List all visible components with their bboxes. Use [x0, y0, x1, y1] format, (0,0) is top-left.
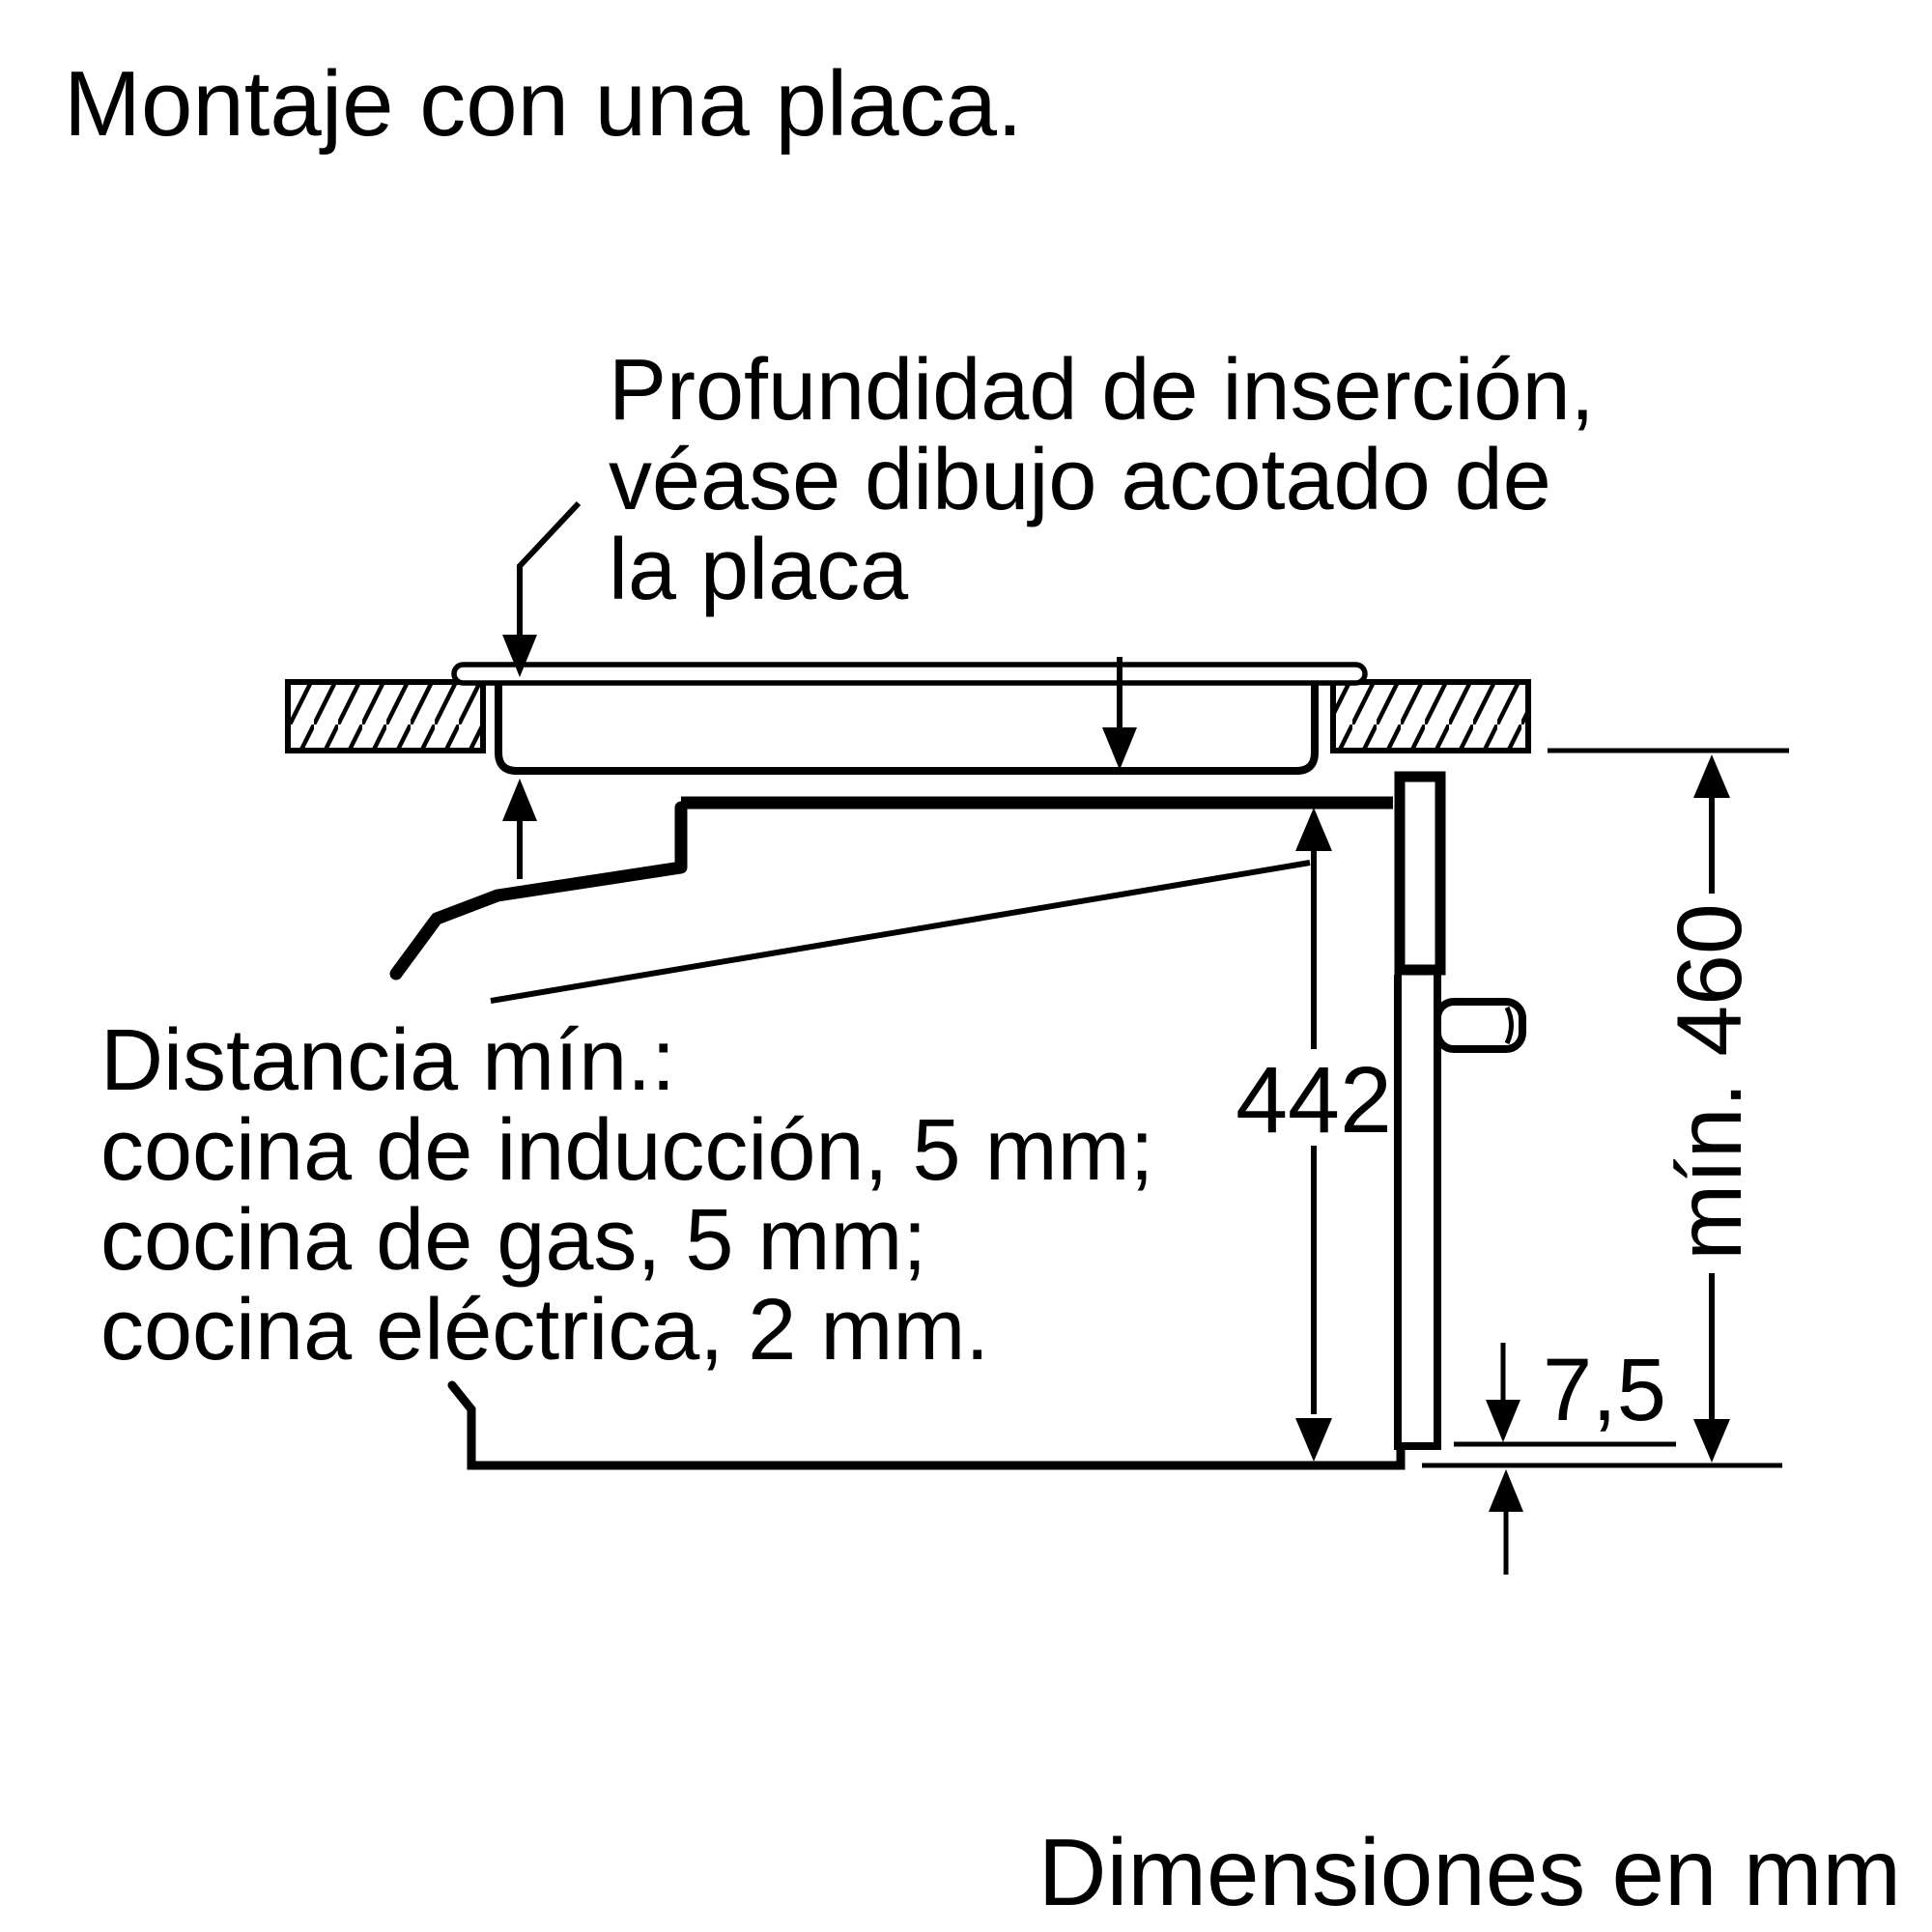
down-arrow-icon: [1486, 1400, 1520, 1442]
page-title: Montaje con una placa.: [64, 52, 1023, 156]
insertion-depth-note-line-2: véase dibujo acotado de: [609, 432, 1551, 528]
hob-inserted-body: [495, 675, 1319, 775]
down-arrow-icon: [502, 635, 537, 677]
down-arrow-icon: [1693, 1419, 1730, 1463]
dimension-value-bottom-gap: 7,5: [1543, 1341, 1666, 1439]
dimension-oven-height: [1295, 808, 1332, 1462]
up-arrow-icon: [1489, 1469, 1523, 1512]
oven-door-handle: [1434, 998, 1526, 1053]
dimension-value-niche-height: mín. 460: [1659, 903, 1761, 1261]
up-arrow-icon: [502, 779, 537, 821]
hob-top-plate: [451, 662, 1368, 686]
down-arrow-icon: [1295, 1418, 1332, 1462]
hob-section: [451, 662, 1368, 775]
worktop-hatch-right: [1330, 679, 1531, 753]
units-footer: Dimensiones en mm: [1038, 1819, 1901, 1925]
up-arrow-icon: [1693, 754, 1730, 798]
insertion-depth-leader: [502, 500, 1137, 770]
dimension-niche-height: [1693, 754, 1730, 1463]
min-distance-note-line-1: Distancia mín.:: [100, 1012, 675, 1109]
insertion-depth-note: Profundidad de inserción, véase dibujo a…: [609, 342, 1595, 618]
insertion-depth-leader-line: [517, 500, 582, 637]
min-distance-note-line-3: cocina de gas, 5 mm;: [100, 1192, 926, 1289]
dimension-bottom-gap: [1486, 1343, 1523, 1575]
oven-front-chamfer-profile: [389, 801, 688, 980]
insertion-depth-note-line-1: Profundidad de inserción,: [609, 342, 1595, 439]
min-distance-leader-line: [490, 860, 1311, 1004]
oven-door-top-frame: [1394, 771, 1446, 976]
insertion-depth-note-line-3: la placa: [609, 522, 909, 618]
oven-door-handle-end-cap: [1504, 1006, 1514, 1045]
worktop-section: [285, 679, 1789, 753]
up-arrow-icon: [1295, 808, 1332, 851]
min-distance-note-line-4: cocina eléctrica, 2 mm.: [100, 1282, 989, 1378]
down-arrow-icon: [1102, 727, 1137, 770]
niche-floor-line: [447, 1380, 1406, 1470]
worktop-hatch-left: [285, 679, 486, 753]
oven-section: [389, 771, 1782, 1470]
min-distance-note: Distancia mín.: cocina de inducción, 5 m…: [100, 1012, 1154, 1378]
min-distance-leader: [490, 779, 1311, 1004]
min-distance-note-line-2: cocina de inducción, 5 mm;: [100, 1102, 1154, 1199]
dimension-value-oven-height: 442: [1236, 1047, 1392, 1152]
